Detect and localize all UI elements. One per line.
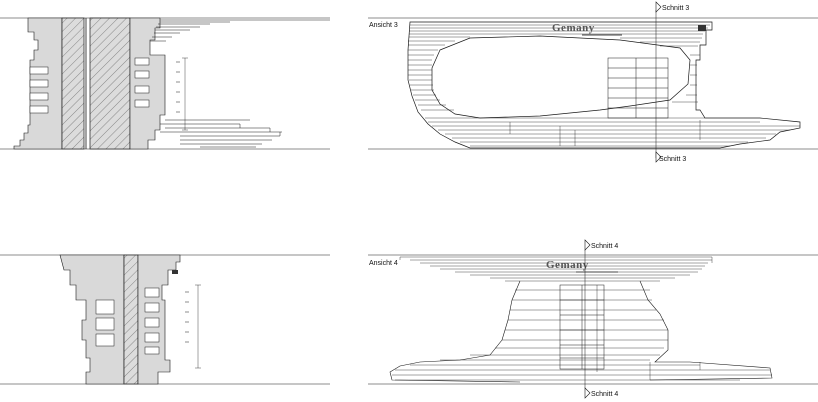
section-3-core-wall-left	[61, 17, 85, 150]
view-4-drawing: Ansicht 4	[368, 239, 818, 399]
section-3-level-marks	[176, 61, 180, 113]
view-3-logo: Gemany	[552, 22, 595, 34]
schnitt-4-bottom-label: Schnitt 4	[591, 391, 618, 398]
view-3-label: Ansicht 3	[369, 22, 398, 29]
view-4-central-core	[559, 284, 605, 370]
section-3-right-terraces	[150, 19, 330, 148]
section-3-right-mass	[129, 17, 166, 150]
schnitt-3-bottom-label: Schnitt 3	[659, 156, 686, 163]
view-4-logo: Gemany	[546, 259, 589, 271]
schnitt-3-top-arrow	[655, 1, 662, 13]
view-3-corner-marker	[698, 25, 706, 31]
view-3-central-core	[607, 57, 669, 119]
view-3-lower-slabs	[425, 117, 800, 147]
section-4-corner-marker	[172, 270, 178, 274]
view-3-drawing: Ansicht 3	[368, 1, 818, 163]
view-4-label: Ansicht 4	[369, 260, 398, 267]
section-4-level-marks	[185, 291, 189, 343]
section-4-core-wall	[123, 254, 139, 385]
section-3-dimension-line	[182, 57, 188, 131]
view-4-right-profile	[639, 280, 773, 381]
section-4-left-mass	[59, 254, 125, 385]
section-3-core-wall-right	[89, 17, 131, 150]
view-4-left-profile	[389, 280, 521, 383]
section-3-left-floors	[29, 66, 49, 114]
schnitt-4-top-arrow	[584, 239, 591, 251]
section-4-right-floors	[144, 287, 160, 355]
schnitt-4-top-label: Schnitt 4	[591, 243, 618, 250]
view-4-canopy-slabs	[399, 256, 713, 282]
section-3-drawing	[0, 17, 330, 150]
schnitt-4-bottom-arrow	[584, 387, 591, 399]
view-3-outline	[407, 21, 801, 149]
section-4-dimension-line	[195, 284, 201, 369]
schnitt-3-top-label: Schnitt 3	[662, 5, 689, 12]
schnitt-3-bottom-arrow	[655, 151, 662, 163]
section-4-drawing	[0, 254, 330, 385]
view-3-inner-void	[431, 35, 691, 119]
section-4-left-floors	[95, 299, 115, 347]
view-3-upper-slabs	[408, 24, 710, 111]
section-3-right-floors	[134, 57, 150, 108]
